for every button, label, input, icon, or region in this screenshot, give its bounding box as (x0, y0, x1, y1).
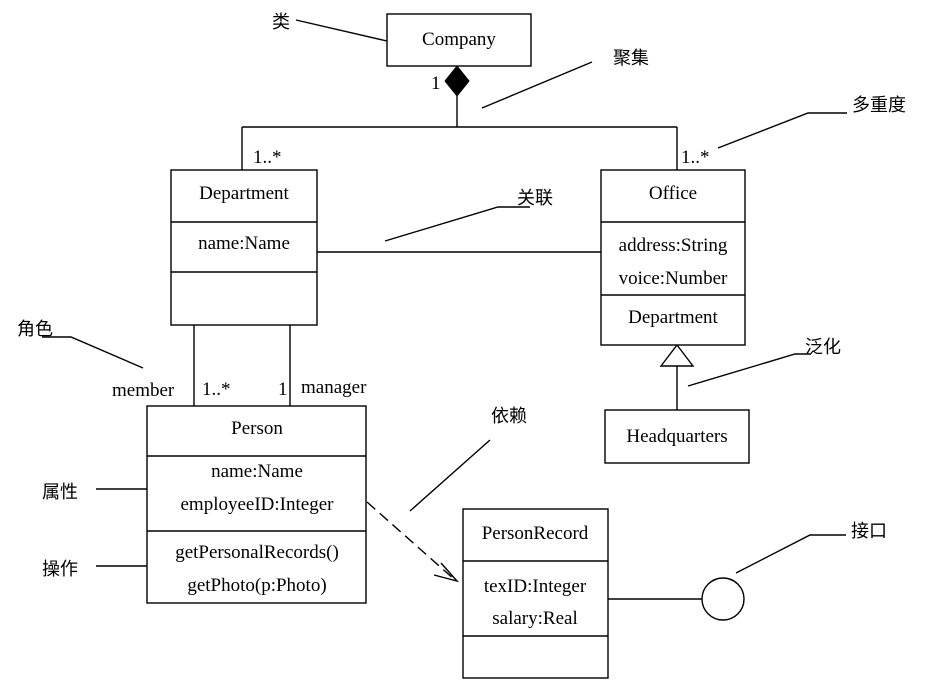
class-person-attribute: employeeID:Integer (181, 494, 335, 515)
class-office-attribute: address:String (619, 235, 728, 256)
annotation-operation: 操作 (42, 559, 78, 580)
annotation-attribute: 属性 (42, 482, 78, 503)
generalization-pointer-line (687, 353, 811, 387)
interface-pointer-line (735, 534, 846, 574)
generalization-triangle (659, 343, 695, 367)
class-person-operation: getPersonalRecords() (175, 542, 339, 563)
class-company: Company (386, 13, 532, 67)
annotation-generalization: 泛化 (805, 337, 841, 358)
class-pointer-line (295, 19, 388, 42)
class-person: Person name:Name employeeID:Integer getP… (146, 405, 367, 604)
class-person-record-attribute: texID:Integer (484, 576, 587, 597)
annotation-class: 类 (272, 12, 290, 33)
class-headquarters: Headquarters (604, 409, 750, 464)
multiplicity-company: 1 (431, 73, 441, 94)
class-office-name: Office (649, 183, 697, 204)
dependency-line (366, 501, 456, 581)
class-office: Office address:String voice:Number Depar… (600, 169, 746, 346)
association-pointer-line (384, 206, 530, 242)
aggregation-pointer-line (481, 61, 593, 109)
multiplicity-department: 1..* (253, 147, 282, 168)
multiplicity-pointer-line (717, 112, 847, 149)
class-person-record-box (462, 508, 609, 679)
role-pointer-line (42, 336, 144, 369)
annotation-multiplicity: 多重度 (852, 95, 906, 116)
class-headquarters-name: Headquarters (626, 426, 727, 447)
class-person-box (146, 405, 367, 604)
annotation-aggregation: 聚集 (613, 48, 649, 69)
class-company-box (386, 13, 532, 67)
multiplicity-member: 1..* (202, 379, 231, 400)
class-person-operation: getPhoto(p:Photo) (187, 575, 326, 596)
class-company-name: Company (422, 29, 496, 50)
annotation-interface: 接口 (851, 521, 887, 542)
role-member-label: member (112, 380, 175, 401)
class-department: Department name:Name (170, 169, 318, 326)
class-person-record: PersonRecord texID:Integer salary:Real (462, 508, 609, 679)
interface-circle (701, 577, 745, 621)
role-manager-label: manager (301, 377, 367, 398)
dependency-pointer-line (409, 439, 491, 512)
dependency-arrowhead (433, 562, 460, 583)
class-office-operation: Department (628, 307, 718, 328)
class-person-attribute: name:Name (211, 461, 303, 482)
composition-diamond (444, 65, 470, 97)
class-department-name: Department (199, 183, 289, 204)
class-office-box (600, 169, 746, 346)
annotation-dependency: 依赖 (491, 406, 527, 427)
class-headquarters-box (604, 409, 750, 464)
class-department-attribute: name:Name (198, 233, 290, 254)
class-person-record-name: PersonRecord (482, 523, 589, 544)
annotation-association: 关联 (517, 188, 553, 209)
class-person-record-attribute: salary:Real (492, 608, 577, 629)
multiplicity-manager: 1 (278, 379, 288, 400)
annotation-role: 角色 (17, 319, 53, 340)
multiplicity-office: 1..* (681, 147, 710, 168)
class-office-attribute: voice:Number (619, 268, 728, 289)
class-person-name: Person (231, 418, 283, 439)
class-department-box (170, 169, 318, 326)
